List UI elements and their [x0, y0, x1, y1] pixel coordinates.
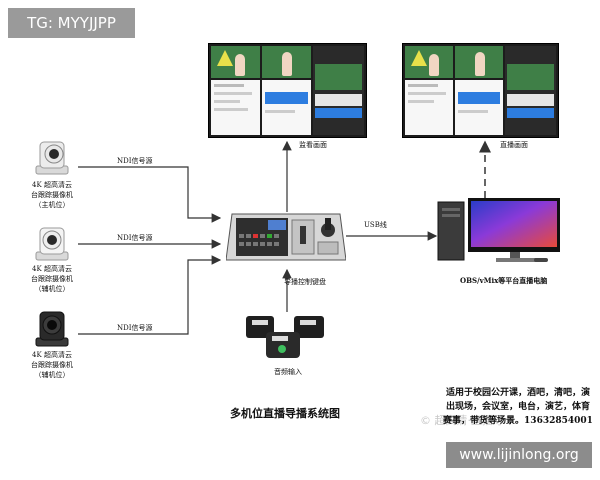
camera-1-label: 4K 超高清云台跟踪摄像机（主机位）	[31, 181, 73, 209]
live-monitor	[402, 43, 559, 138]
preview-pane-5	[262, 80, 311, 135]
camera-2-label: 4K 超高清云台跟踪摄像机（辅机位）	[31, 265, 73, 293]
preview-pane-4	[211, 80, 260, 135]
usb-label: USB线	[364, 221, 387, 229]
camera-3-icon	[35, 311, 69, 347]
preview-monitor-label: 监看画面	[299, 141, 327, 149]
camera-2-icon	[35, 227, 69, 261]
camera-3-signal-label: NDI信号源	[117, 324, 153, 332]
computer-label: OBS/vMix等平台直播电脑	[460, 276, 548, 285]
preview-pane-3	[313, 46, 364, 135]
watermark-tag: TG: MYYJJPP	[8, 8, 135, 38]
camera-1-link	[78, 166, 222, 223]
diagram-title: 多机位直播导播系统图	[230, 407, 340, 420]
wireless-mic-icon	[246, 316, 324, 358]
usage-description: 适用于校园公开课，酒吧，清吧，演出现场，会议室，电台，演艺，体育赛事，带货等场景…	[443, 388, 593, 426]
camera-3-link	[78, 255, 222, 335]
live-pane-5	[455, 80, 503, 135]
camera-1-signal-label: NDI信号源	[117, 157, 153, 165]
site-watermark: www.lijinlong.org	[446, 442, 592, 468]
preview-pane-2	[262, 46, 311, 78]
switcher-keyboard-icon	[226, 213, 346, 261]
live-pane-4	[405, 80, 453, 135]
switcher-label: 导播控制键盘	[284, 278, 326, 286]
camera-1-icon	[35, 141, 69, 175]
preview-pane-1	[211, 46, 260, 78]
camera-3-label: 4K 超高清云台跟踪摄像机（辅机位）	[31, 351, 73, 379]
faint-watermark: © 超高清·直播导	[420, 414, 504, 427]
camera-2-signal-label: NDI信号源	[117, 234, 153, 242]
computer-icon	[437, 198, 560, 262]
live-pane-3	[505, 46, 556, 135]
audio-input-label: 音频输入	[274, 368, 302, 376]
live-pane-2	[455, 46, 503, 78]
preview-monitor	[208, 43, 367, 138]
live-monitor-label: 直播画面	[500, 141, 528, 149]
live-pane-1	[405, 46, 453, 78]
